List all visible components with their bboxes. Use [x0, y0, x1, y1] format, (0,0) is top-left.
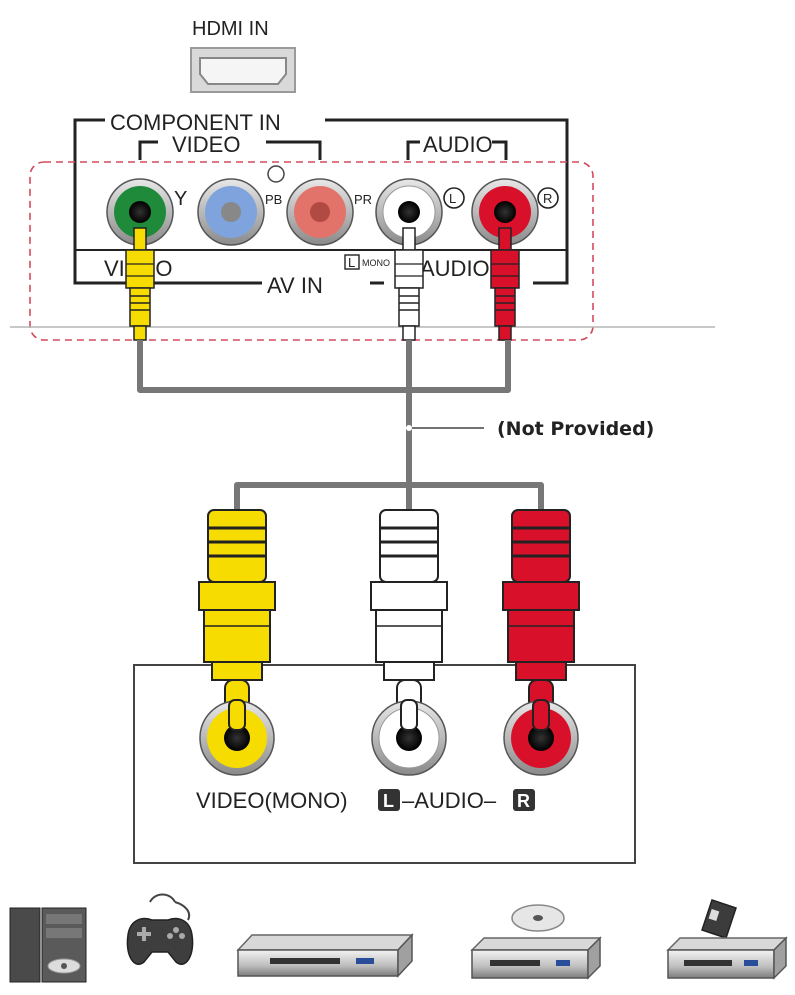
r-label: R [543, 191, 552, 206]
av-cable [137, 340, 544, 510]
device-jack-red [503, 700, 579, 776]
component-video-label: VIDEO [172, 132, 240, 157]
white-plug-tip [400, 699, 418, 731]
pb-label: PB [265, 192, 282, 207]
red-plug-tip [532, 699, 550, 731]
device-jack-white [371, 700, 447, 776]
av-l-box-icon [344, 254, 360, 270]
highlight-dashed-box [29, 161, 594, 341]
mount-screw-icon [267, 165, 285, 183]
y-label: Y [174, 188, 187, 210]
device-l-badge-icon [378, 789, 400, 811]
video-player-icon [666, 899, 788, 980]
device-audio-label: –AUDIO– [402, 788, 497, 813]
device-r-badge-icon [513, 789, 535, 811]
red-plug-top [490, 227, 520, 341]
hdmi-label: HDMI IN [192, 18, 269, 40]
game-controller-icon [126, 893, 194, 965]
pc-icon [9, 907, 87, 983]
device-r-badge: R [517, 791, 530, 811]
av-mono-label: MONO [362, 258, 390, 268]
yellow-plug-top [125, 227, 155, 341]
jack-pink-pr [286, 178, 354, 246]
hdmi-port [190, 47, 296, 93]
dvd-player-icon [236, 933, 414, 978]
jack-green-y [106, 178, 174, 246]
white-plug-large [370, 509, 448, 723]
cable-note: (Not Provided) [497, 418, 654, 440]
r-circle-icon [537, 187, 559, 209]
component-in-title: COMPONENT IN [110, 110, 281, 135]
disc-player-icon [470, 904, 602, 980]
l-circle-icon [443, 187, 465, 209]
yellow-plug-large [198, 509, 276, 723]
device-video-mono-label: VIDEO(MONO) [196, 788, 348, 813]
av-in-title: AV IN [267, 273, 323, 298]
pr-label: PR [354, 192, 372, 207]
back-panel-frame [73, 118, 569, 285]
device-l-badge: L [383, 791, 394, 811]
l-label: L [449, 191, 456, 206]
av-audio-label: AUDIO [420, 256, 490, 281]
av-l-label: L [348, 255, 355, 270]
yellow-plug-tip [228, 699, 246, 731]
jack-blue-pb [197, 178, 265, 246]
white-plug-top [394, 227, 424, 341]
cable-note-dot [406, 425, 412, 431]
component-audio-label: AUDIO [423, 132, 493, 157]
device-jack-yellow [199, 700, 275, 776]
